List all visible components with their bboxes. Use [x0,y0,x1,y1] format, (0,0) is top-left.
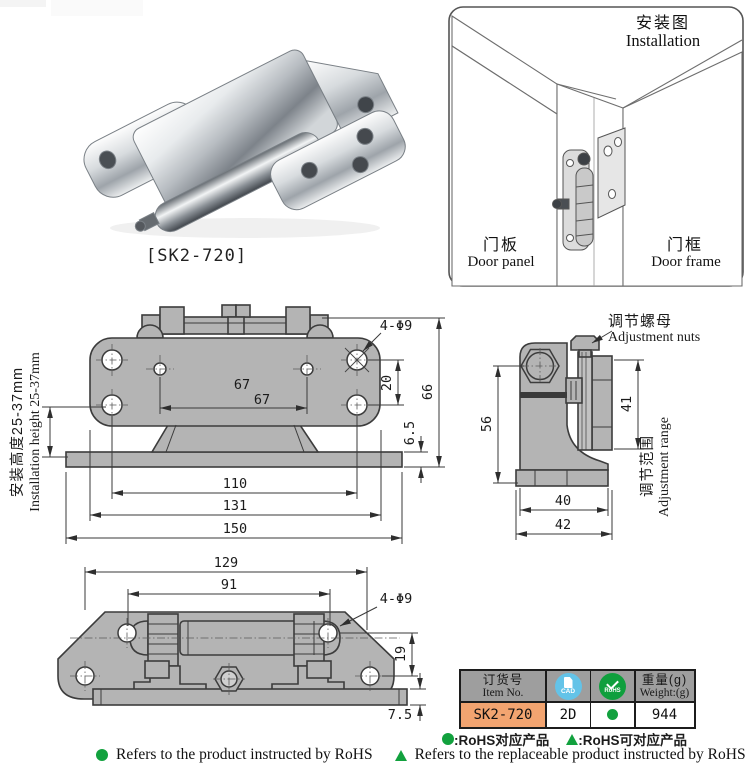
installation-diagram: 安装图 Installation 门板 Door panel 门框 Door f… [448,6,744,287]
scan-artifact [51,0,143,16]
spec-table: 订货号 Item No. CAD RoHS 重量(g) Weight:(g) S… [459,669,696,729]
dim-91: 91 [221,577,237,593]
green-triangle-icon [394,749,407,761]
installed-hinge [552,127,626,251]
document-icon [563,677,573,688]
side-view-drawing: 调节螺母 Adjustment nuts 56 41 40 42 调节范围 Ad… [479,313,700,540]
rohs-legend-en: Refers to the product instructed by RoHS… [96,746,746,764]
adjust-range-label-zh: 调节范围 [639,435,656,497]
weight-value: 944 [635,702,694,727]
dim-42: 42 [555,517,571,533]
dim-7-5: 7.5 [388,707,412,723]
adjust-nuts-label-en: Adjustment nuts [608,330,700,345]
installation-title-en: Installation [626,31,700,50]
dim-129: 129 [214,555,238,571]
product-photo [83,49,406,238]
dim-20: 20 [379,375,395,391]
rohs-header-cell: RoHS [591,671,634,701]
rohs-value-cell [591,702,634,727]
holes-callout: 4-Φ9 [380,318,413,334]
door-panel-label-zh: 门板 [483,236,519,254]
product-code-caption: [SK2-720] [146,246,248,266]
adjust-nuts-label-zh: 调节螺母 [608,313,672,330]
green-dot-icon [96,749,108,761]
holes-callout-top: 4-Φ9 [380,591,413,607]
dim-40: 40 [555,493,571,509]
dim-19: 19 [393,646,409,662]
dim-56: 56 [479,416,495,432]
weight-header: 重量(g) Weight:(g) [635,671,694,701]
dim-6-5: 6.5 [402,421,418,445]
top-view-drawing: 129 91 4-Φ9 19 7.5 [57,555,426,723]
dim-110: 110 [223,476,247,492]
door-frame-face [622,51,743,287]
install-height-label-en: Installation height 25-37mm [28,352,43,512]
install-height-label-zh: 安装高度25-37mm [9,367,26,497]
cad-icon: CAD [554,672,582,700]
front-view-drawing: 67 67 110 131 150 4-Φ9 20 66 6.5 安装高度25-… [9,304,445,544]
dim-131: 131 [223,498,247,514]
scan-artifact [0,0,46,7]
rohs-dot-icon [607,709,618,720]
mounting-plate [65,451,403,468]
item-no-header: 订货号 Item No. [461,671,545,701]
dim-66: 66 [420,384,436,400]
dim-67-lower: 67 [254,392,270,408]
adjust-range-label-en: Adjustment range [657,417,672,517]
green-dot-icon [442,733,454,745]
rohs-icon: RoHS [599,672,626,700]
installation-title-zh: 安装图 [636,14,690,32]
door-panel-label-en: Door panel [467,254,534,270]
green-triangle-icon [566,733,579,745]
dim-41: 41 [619,396,635,412]
cad-value: 2D [546,702,590,727]
cad-header-cell: CAD [546,671,590,701]
side-base-plate [515,469,609,487]
door-frame-label-zh: 门框 [667,236,703,254]
dim-150: 150 [223,521,247,537]
top-base-plate [92,688,408,706]
item-no-value: SK2-720 [461,702,545,727]
rohs-legend-zh: :RoHS对应产品 :RoHS可对应产品 [442,729,687,749]
dim-67-upper: 67 [234,377,250,393]
door-frame-label-en: Door frame [651,254,721,270]
